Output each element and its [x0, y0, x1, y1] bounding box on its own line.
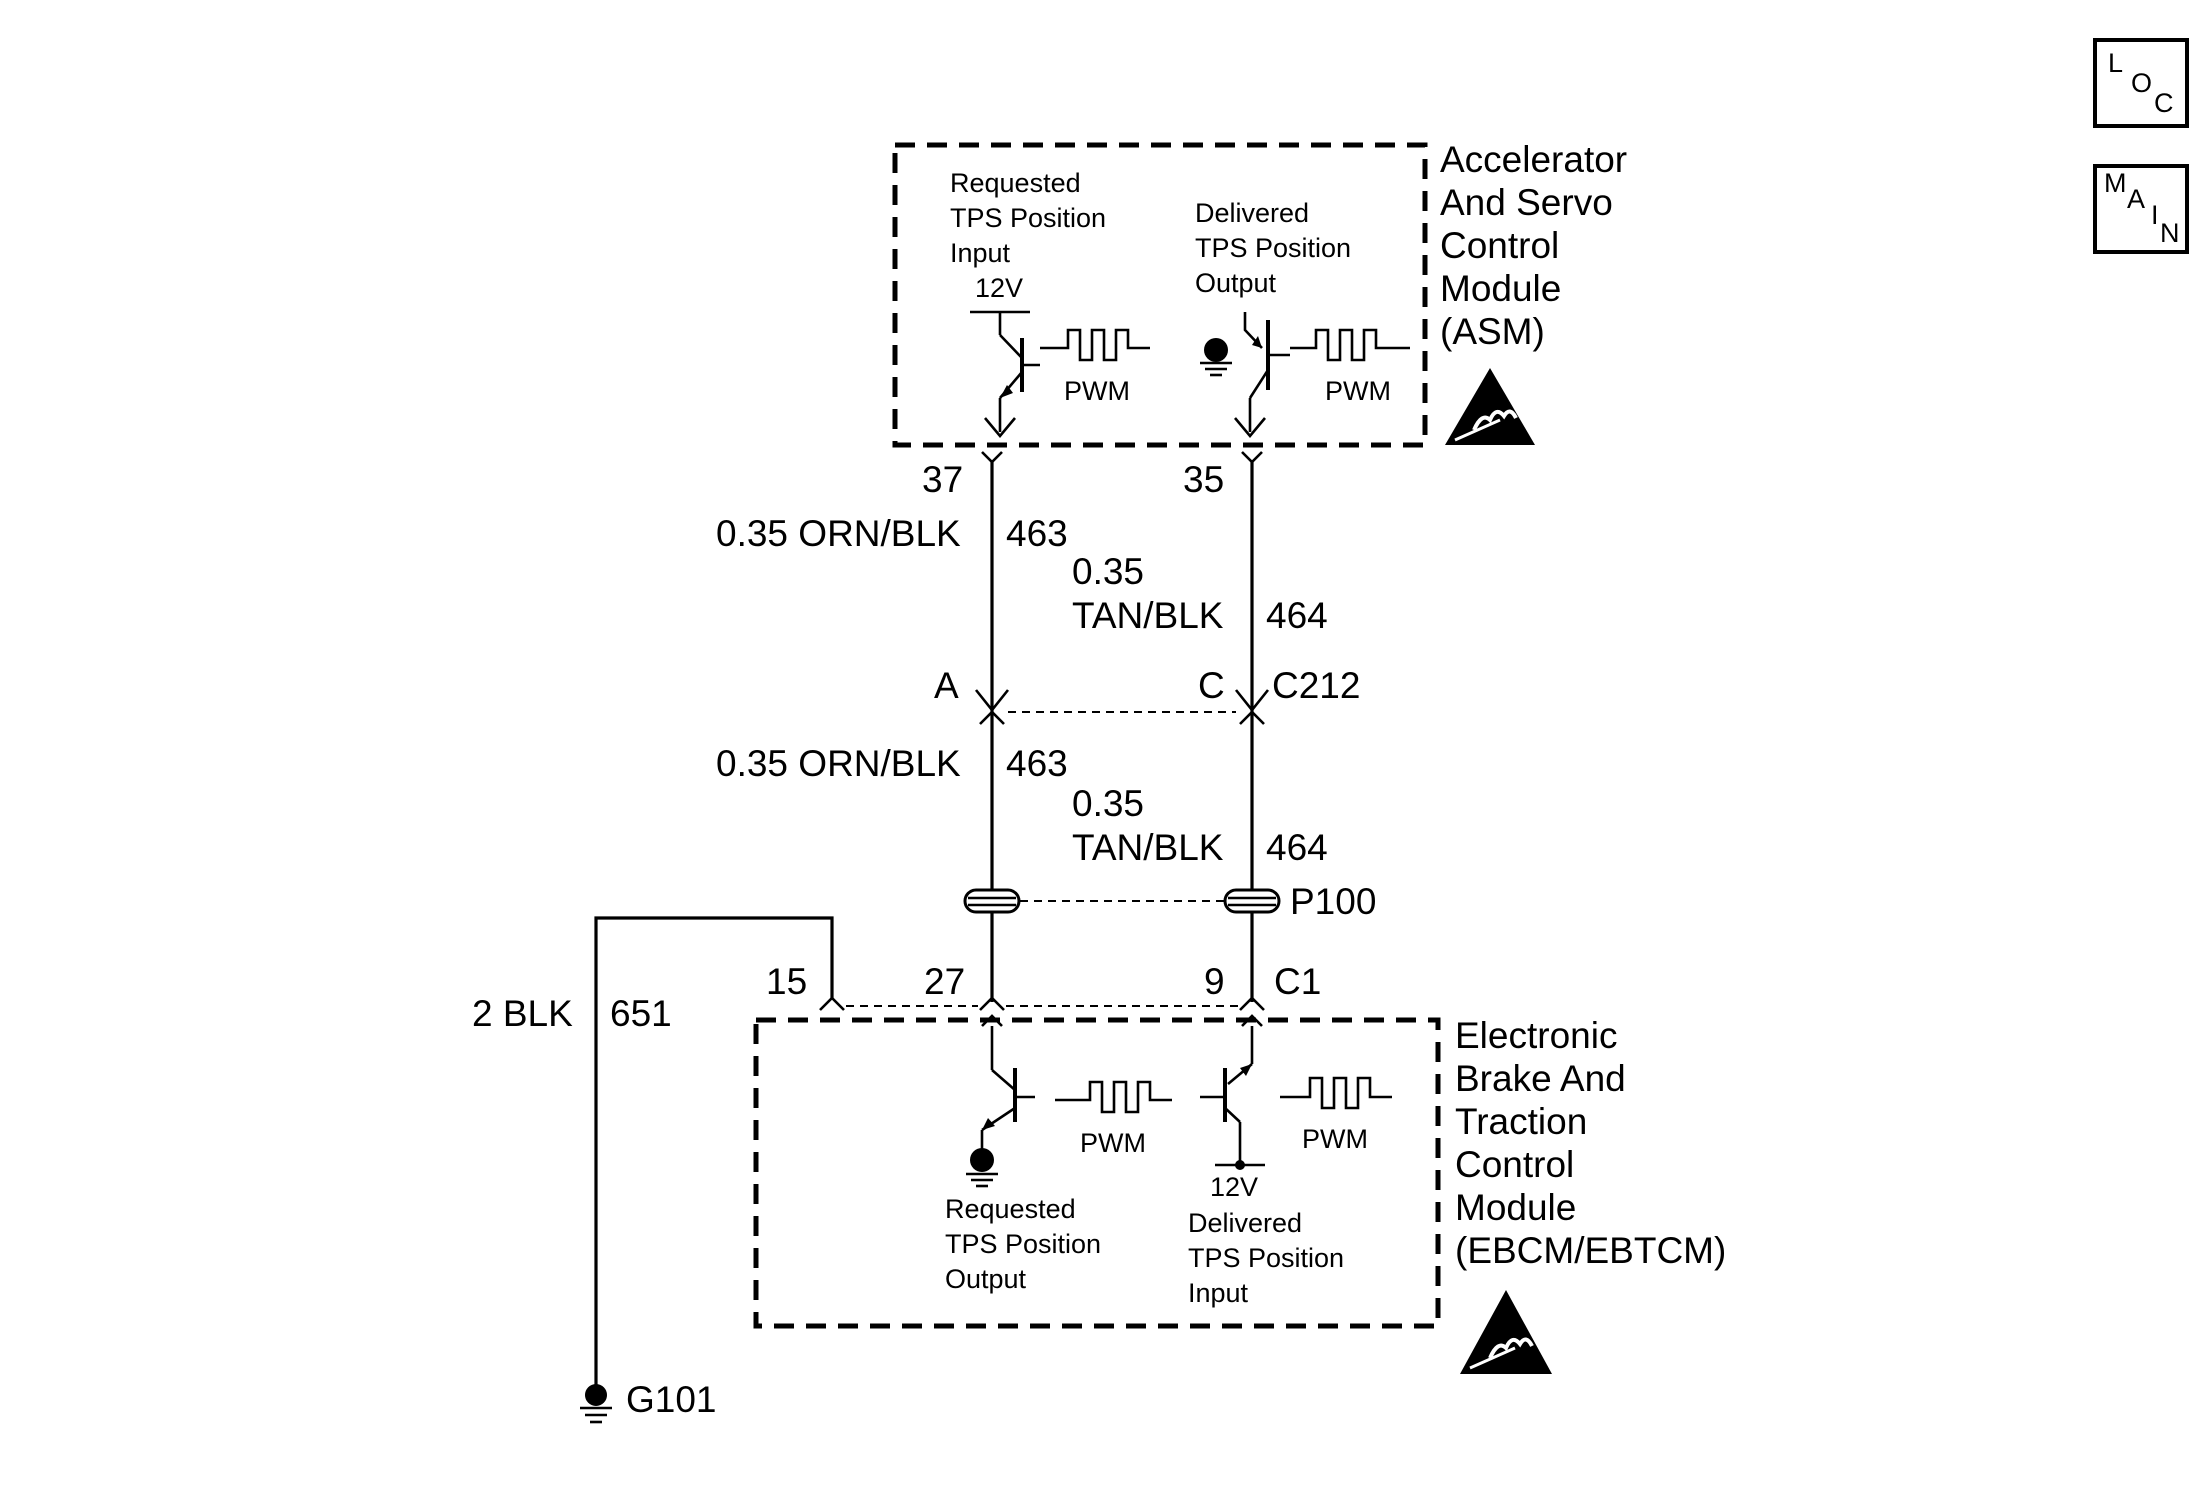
main-letter-n: N [2160, 218, 2180, 248]
c1-connector [819, 996, 1265, 1027]
svg-text:(EBCM/EBTCM): (EBCM/EBTCM) [1455, 1230, 1726, 1271]
ebcm-title: Electronic Brake And Traction Control Mo… [1455, 1015, 1726, 1271]
main-button[interactable]: M A I N [2093, 164, 2189, 254]
svg-text:Traction: Traction [1455, 1101, 1587, 1142]
ebcm-output-pwm-wave [1055, 1080, 1172, 1114]
asm-12v-label: 12V [975, 273, 1023, 303]
ebcm-input-transistor [1200, 1026, 1265, 1170]
svg-text:Accelerator: Accelerator [1440, 139, 1627, 180]
asm-output-transistor [1234, 312, 1290, 439]
p100-pass-through [963, 888, 1281, 914]
esd-warning-icon [1460, 1290, 1552, 1374]
asm-pin-35: 35 [1183, 459, 1224, 500]
loc-letter-c: C [2154, 88, 2174, 118]
main-letter-i: I [2151, 200, 2159, 230]
asm-output-ground-icon [1200, 338, 1232, 377]
asm-title: Accelerator And Servo Control Module (AS… [1440, 139, 1627, 352]
asm-input-pwm-label: PWM [1064, 376, 1130, 406]
svg-text:Delivered: Delivered [1188, 1208, 1302, 1238]
c212-pin-a: A [934, 665, 959, 706]
loc-letter-o: O [2131, 68, 2152, 98]
svg-text:Control: Control [1440, 225, 1559, 266]
ebcm-output-pwm-label: PWM [1080, 1128, 1146, 1158]
ebcm-12v-label: 12V [1210, 1172, 1258, 1202]
wire-463-upper-circuit: 463 [1006, 513, 1068, 554]
loc-button[interactable]: L O C [2093, 38, 2189, 128]
p100-label: P100 [1290, 881, 1376, 922]
svg-text:Requested: Requested [945, 1194, 1076, 1224]
svg-text:Module: Module [1455, 1187, 1576, 1228]
svg-text:Delivered: Delivered [1195, 198, 1309, 228]
svg-text:(ASM): (ASM) [1440, 311, 1545, 352]
wire-464-upper-color: TAN/BLK [1072, 595, 1224, 636]
ebcm-requested-label: Requested TPS Position Output [945, 1194, 1101, 1294]
asm-delivered-label: Delivered TPS Position Output [1195, 198, 1351, 298]
ebcm-output-transistor [980, 1026, 1035, 1150]
wire-463-lower-color: 0.35 ORN/BLK [716, 743, 961, 784]
asm-output-pwm-label: PWM [1325, 376, 1391, 406]
wire-651-circuit: 651 [610, 993, 672, 1034]
wire-463-upper-color: 0.35 ORN/BLK [716, 513, 961, 554]
asm-input-pwm-wave [1040, 328, 1150, 362]
wire-651-color: 2 BLK [472, 993, 573, 1034]
svg-text:TPS Position: TPS Position [945, 1229, 1101, 1259]
wire-464-upper-circuit: 464 [1266, 595, 1328, 636]
ebcm-module-box [753, 1017, 1441, 1329]
c212-connector-label: C212 [1272, 665, 1360, 706]
asm-pin-37: 37 [922, 459, 963, 500]
main-letter-m: M [2104, 168, 2127, 198]
wire-464-lower-gauge: 0.35 [1072, 783, 1144, 824]
ebcm-pin-9: 9 [1204, 961, 1225, 1002]
svg-text:Requested: Requested [950, 168, 1081, 198]
svg-text:TPS Position: TPS Position [950, 203, 1106, 233]
svg-text:Module: Module [1440, 268, 1561, 309]
ebcm-pin-27: 27 [924, 961, 965, 1002]
wire-463-lower-circuit: 463 [1006, 743, 1068, 784]
wire-464-lower-color: TAN/BLK [1072, 827, 1224, 868]
esd-warning-icon [1445, 368, 1535, 445]
asm-output-pwm-wave [1290, 328, 1410, 362]
svg-text:Input: Input [950, 238, 1011, 268]
ebcm-delivered-label: Delivered TPS Position Input [1188, 1208, 1344, 1308]
svg-text:Electronic: Electronic [1455, 1015, 1617, 1056]
asm-requested-label: Requested TPS Position Input [950, 168, 1106, 268]
ebcm-input-pwm-wave [1280, 1076, 1392, 1110]
c212-pin-c: C [1198, 665, 1225, 706]
svg-text:Brake And: Brake And [1455, 1058, 1626, 1099]
g101-ground-icon [580, 1384, 612, 1424]
wire-464-upper-gauge: 0.35 [1072, 551, 1144, 592]
wire-651-ground [594, 916, 834, 1402]
svg-text:Output: Output [1195, 268, 1277, 298]
svg-text:TPS Position: TPS Position [1195, 233, 1351, 263]
loc-letter-l: L [2108, 48, 2123, 78]
svg-text:And Servo: And Servo [1440, 182, 1613, 223]
ebcm-pin-15: 15 [766, 961, 807, 1002]
svg-text:Control: Control [1455, 1144, 1574, 1185]
svg-text:Output: Output [945, 1264, 1027, 1294]
wire-464-lower-circuit: 464 [1266, 827, 1328, 868]
asm-module-box [892, 142, 1428, 448]
main-letter-a: A [2127, 184, 2145, 214]
ebcm-output-ground-icon [966, 1148, 998, 1188]
svg-text:Input: Input [1188, 1278, 1249, 1308]
c1-connector-label: C1 [1274, 961, 1321, 1002]
ebcm-input-pwm-label: PWM [1302, 1124, 1368, 1154]
asm-input-transistor [970, 310, 1040, 439]
svg-text:TPS Position: TPS Position [1188, 1243, 1344, 1273]
g101-label: G101 [626, 1379, 717, 1420]
